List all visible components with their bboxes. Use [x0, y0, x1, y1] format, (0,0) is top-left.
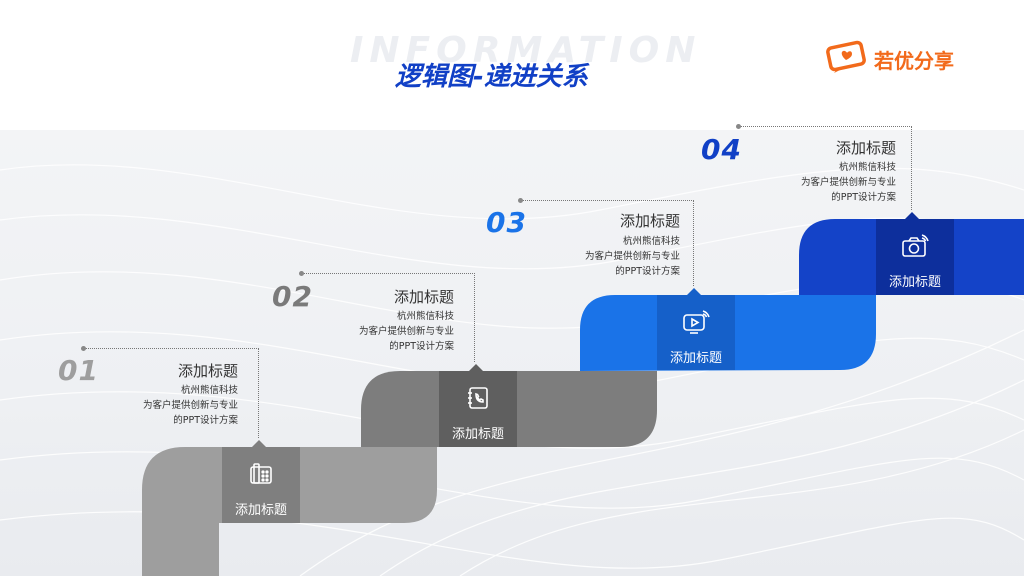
step-1-number: 01 [58, 354, 99, 387]
step-4-dot [736, 124, 741, 129]
step-4-connector-v [911, 126, 912, 210]
step-4-number: 04 [701, 133, 742, 166]
step-3-heading: 添加标题 [619, 212, 680, 230]
step-4-heading: 添加标题 [835, 139, 896, 157]
step-2-label: 添加标题 [451, 427, 504, 442]
step-2-connector-v [474, 273, 475, 362]
step-3-connector-v [693, 200, 694, 286]
page-title: 逻辑图-递进关系 [395, 62, 588, 92]
step-4-block[interactable]: 添加标题 [876, 219, 954, 295]
step-4-connector-h [741, 126, 912, 127]
step-3-pointer [687, 288, 701, 295]
step-2-pointer [469, 364, 483, 371]
chat-heart-icon [826, 40, 868, 78]
step-2-block[interactable]: 添加标题 [439, 371, 517, 447]
step-3-connector-h [523, 200, 694, 201]
camera-icon [900, 233, 930, 263]
step-2-number: 02 [272, 280, 313, 313]
step-4-description: 杭州熊信科技 为客户提供创新与专业 的PPT设计方案 [800, 162, 896, 203]
step-1-connector-v [258, 348, 259, 438]
step-1-connector-h [86, 348, 259, 349]
contact-book-icon [465, 385, 491, 415]
step-1-block[interactable]: 添加标题 [222, 447, 300, 523]
step-1-description: 杭州熊信科技 为客户提供创新与专业 的PPT设计方案 [142, 385, 238, 426]
step-3-dot [518, 198, 523, 203]
step-3-number: 03 [486, 206, 527, 239]
watermark-text: INFORMATION [350, 30, 702, 71]
step-1-heading: 添加标题 [177, 362, 238, 380]
step-2-dot [299, 271, 304, 276]
brand-logo: 若优分享 [826, 40, 954, 78]
step-3-block[interactable]: 添加标题 [657, 295, 735, 370]
brand-name: 若优分享 [874, 48, 954, 73]
step-3-description: 杭州熊信科技 为客户提供创新与专业 的PPT设计方案 [584, 236, 680, 277]
step-4-label: 添加标题 [888, 275, 941, 290]
video-play-icon [681, 309, 711, 339]
step-2-description: 杭州熊信科技 为客户提供创新与专业 的PPT设计方案 [358, 311, 454, 352]
step-1-dot [81, 346, 86, 351]
desk-phone-icon [248, 461, 274, 491]
step-1-label: 添加标题 [234, 503, 287, 518]
step-4-pointer [905, 212, 919, 219]
step-1-pointer [252, 440, 266, 447]
step-2-heading: 添加标题 [393, 288, 454, 306]
step-2-connector-h [304, 273, 475, 274]
step-3-label: 添加标题 [669, 351, 722, 366]
